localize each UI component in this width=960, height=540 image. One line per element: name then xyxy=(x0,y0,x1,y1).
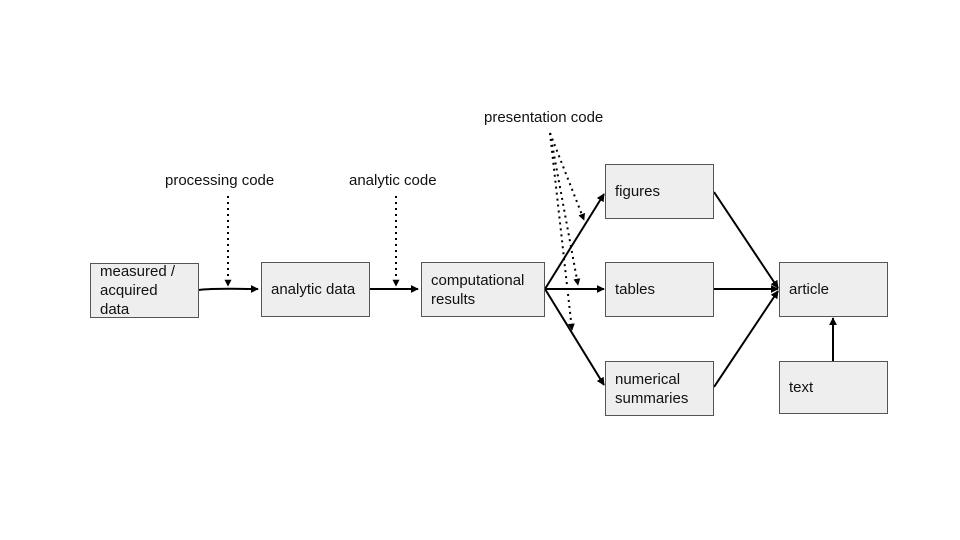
processing-code-label: processing code xyxy=(165,172,275,189)
node-label: text xyxy=(789,379,814,396)
node-label: computational results xyxy=(431,271,525,308)
node-label: measured / acquired data xyxy=(100,263,176,318)
node-label: article xyxy=(789,281,830,298)
arrow-summaries-to-article xyxy=(713,290,779,388)
node-label: tables xyxy=(615,281,656,298)
node-measured-acquired-data: measured / acquired data xyxy=(90,263,199,318)
arrow-figures-to-article xyxy=(713,191,779,289)
arrow-measured-to-analytic-data xyxy=(198,284,259,293)
node-text: text xyxy=(779,361,888,414)
node-label: analytic data xyxy=(271,281,356,298)
arrow-results-to-numerical-summaries xyxy=(544,288,605,386)
node-numerical-summaries: numerical summaries xyxy=(605,361,714,416)
node-label: numerical summaries xyxy=(615,370,689,407)
node-tables: tables xyxy=(605,262,714,317)
node-label: figures xyxy=(615,183,661,200)
node-article: article xyxy=(779,262,888,317)
arrow-results-to-figures xyxy=(544,193,605,290)
presentation-code-label: presentation code xyxy=(484,109,604,126)
dotted-arrow-presentation-to-tables xyxy=(549,132,581,286)
node-computational-results: computational results xyxy=(421,262,545,317)
node-figures: figures xyxy=(605,164,714,219)
node-analytic-data: analytic data xyxy=(261,262,370,317)
analytic-code-label: analytic code xyxy=(349,172,437,189)
